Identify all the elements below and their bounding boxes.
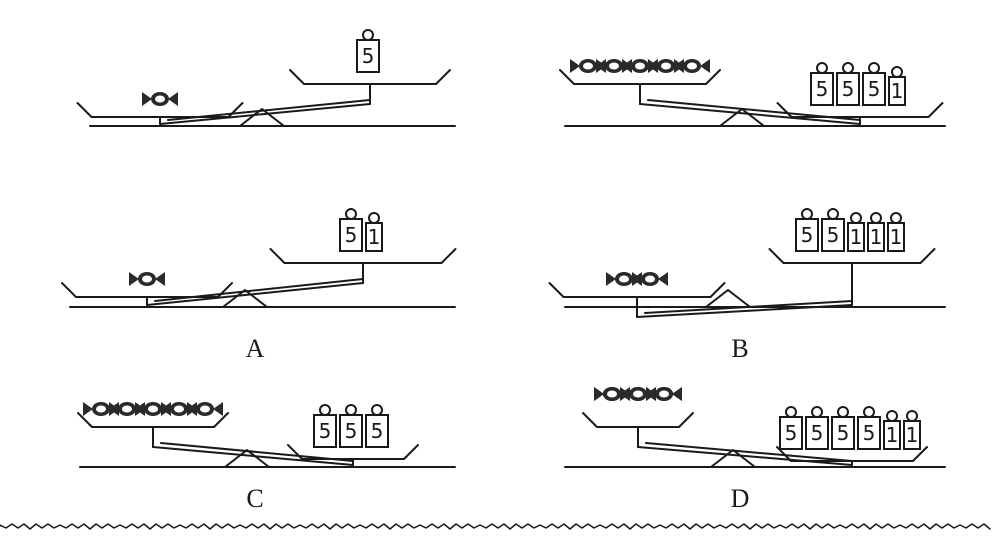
weight-5: 5: [810, 62, 834, 106]
weight-5: 5: [805, 406, 829, 450]
candy-icon: [109, 402, 145, 416]
weight-5: 5: [857, 406, 881, 450]
weight-label: 5: [868, 77, 881, 101]
right-pan: [776, 446, 928, 462]
right-pan: [768, 248, 936, 264]
weight-label: 1: [891, 79, 904, 103]
weight-1: 1: [365, 212, 383, 252]
weight-label: 5: [811, 421, 824, 445]
beam-upper: [644, 300, 853, 314]
weight-1: 1: [847, 212, 865, 252]
weight-1: 1: [888, 66, 906, 106]
candy-icon: [594, 387, 630, 401]
weight-5: 5: [831, 406, 855, 450]
fulcrum: [224, 449, 270, 468]
left-pan: [76, 102, 244, 118]
weight-1: 1: [883, 410, 901, 450]
fulcrum: [719, 108, 765, 127]
weight-5: 5: [836, 62, 860, 106]
beam: [146, 282, 364, 306]
torn-edge-border: [0, 523, 991, 530]
weight-label: 5: [827, 223, 840, 247]
weight-label: 5: [842, 77, 855, 101]
weight-5: 5: [365, 404, 389, 448]
weight-label: 5: [816, 77, 829, 101]
beam: [639, 103, 861, 125]
weight-5: 5: [313, 404, 337, 448]
beam: [636, 304, 853, 318]
option-label-c: C: [246, 484, 263, 513]
weight-label: 5: [319, 419, 332, 443]
weight-5: 5: [821, 208, 845, 252]
beam-upper: [645, 442, 853, 462]
candy-icon: [187, 402, 223, 416]
left-pan: [582, 412, 694, 428]
left-pan: [548, 282, 726, 298]
option-label-a: A: [246, 334, 265, 363]
beam: [152, 446, 354, 466]
right-pan: [776, 102, 944, 118]
right-pan: [269, 248, 457, 264]
left-pan: [61, 282, 233, 298]
weight-label: 1: [886, 423, 899, 447]
fulcrum: [705, 289, 751, 308]
weight-label: 5: [371, 419, 384, 443]
option-label-b: B: [731, 334, 748, 363]
candy-icon: [596, 59, 632, 73]
fulcrum: [239, 108, 285, 127]
candy-icon: [129, 272, 165, 286]
weight-5: 5: [779, 406, 803, 450]
candy-icon: [674, 59, 710, 73]
weight-label: 5: [863, 421, 876, 445]
beam: [159, 103, 371, 125]
candy-icon: [648, 59, 684, 73]
fulcrum: [710, 449, 756, 468]
left-pan: [77, 412, 229, 428]
candy-icon: [570, 59, 606, 73]
left-pan: [559, 69, 721, 85]
weight-label: 1: [850, 225, 863, 249]
weight-1: 1: [867, 212, 885, 252]
candy-icon: [646, 387, 682, 401]
right-pan: [287, 444, 419, 460]
weight-label: 5: [362, 44, 375, 68]
weight-5: 5: [339, 208, 363, 252]
weight-1: 1: [903, 410, 921, 450]
weight-5: 5: [356, 29, 380, 73]
weight-label: 1: [906, 423, 919, 447]
weight-label: 5: [785, 421, 798, 445]
scale-ref1: 5: [76, 29, 456, 127]
weight-5: 5: [862, 62, 886, 106]
weight-label: 5: [345, 419, 358, 443]
weight-label: 1: [870, 225, 883, 249]
candy-icon: [142, 92, 178, 106]
option-label-d: D: [731, 484, 750, 513]
candy-icon: [606, 272, 642, 286]
weight-label: 5: [801, 223, 814, 247]
candy-icon: [620, 387, 656, 401]
weight-label: 5: [345, 223, 358, 247]
candy-icon: [161, 402, 197, 416]
right-pan: [289, 69, 451, 85]
weight-1: 1: [887, 212, 905, 252]
candy-icon: [632, 272, 668, 286]
weight-5: 5: [795, 208, 819, 252]
fulcrum: [222, 289, 268, 308]
weight-5: 5: [339, 404, 363, 448]
weight-label: 1: [890, 225, 903, 249]
weight-label: 1: [368, 225, 381, 249]
weight-label: 5: [837, 421, 850, 445]
